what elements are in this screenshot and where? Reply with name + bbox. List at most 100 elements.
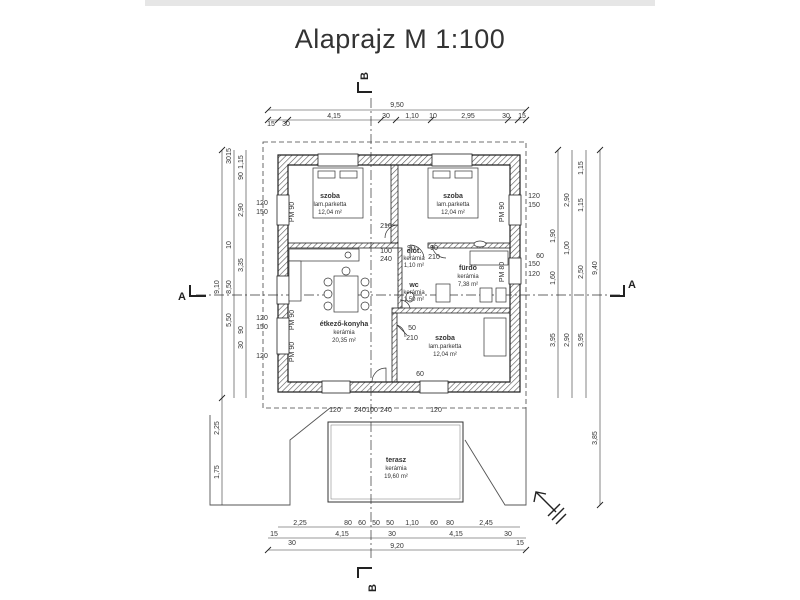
dim-text: 15 <box>516 540 524 547</box>
door-label: 240 <box>380 256 392 263</box>
room-area: 19,60 m² <box>384 474 408 480</box>
window-label: 150 <box>256 209 268 216</box>
dim-text: 30 <box>502 113 510 120</box>
dim-text: 2,90 <box>564 193 571 207</box>
section-a-right: A <box>628 279 636 291</box>
window-label: 120 <box>256 315 268 322</box>
window-label: 150 <box>528 261 540 268</box>
furniture-kitchen <box>288 248 370 313</box>
dim-text: 4,15 <box>335 531 349 538</box>
dimension-texts-vertical-right: 9,40 3,95 1,15 2,90 1,90 1,60 1,00 2,50 … <box>550 161 599 445</box>
dim-text: 30 <box>238 341 245 349</box>
window-label: PM 80 <box>499 262 506 282</box>
dim-text: 15 <box>270 531 278 538</box>
dim-text: 1,15 <box>578 161 585 175</box>
dim-right-mid: 3,95 <box>578 333 585 347</box>
north-arrow-icon <box>533 491 567 525</box>
dim-text: 90 <box>238 172 245 180</box>
room-name: szoba <box>320 193 340 200</box>
dim-text: 1,75 <box>214 465 221 479</box>
furniture-bathroom <box>405 240 509 357</box>
dim-text: 1,10 <box>405 520 419 527</box>
dim-text: 1,90 <box>550 229 557 243</box>
dim-text: 30 <box>504 531 512 538</box>
window-label: 120 <box>528 271 540 278</box>
window-label: PM 90 <box>289 342 296 362</box>
dim-text: 50 <box>372 520 380 527</box>
room-floor: kerámia <box>403 256 425 262</box>
dim-text: 15 <box>267 121 275 128</box>
door-label: 240 <box>380 407 392 414</box>
dim-text: 60 <box>358 520 366 527</box>
dim-text: 2,25 <box>293 520 307 527</box>
window-label: 120 <box>256 200 268 207</box>
door-label: 210 <box>380 223 392 230</box>
room-name: szoba <box>435 335 455 342</box>
opening-labels: 120 150 120 150 120 150 120 150 120 60 P… <box>256 193 544 414</box>
room-floor: lam.parketta <box>436 202 470 208</box>
room-area: 12,04 m² <box>441 210 465 216</box>
room-area: 12,04 m² <box>433 352 457 358</box>
door-label: 90 <box>430 245 438 252</box>
dim-text: 2,90 <box>564 333 571 347</box>
dim-text: 2,90 <box>238 203 245 217</box>
room-floor: kerámia <box>385 466 407 472</box>
room-area: 1,50 m² <box>404 297 424 303</box>
door-label: 210 <box>428 254 440 261</box>
dim-text: 1,60 <box>550 271 557 285</box>
room-area: 12,04 m² <box>318 210 342 216</box>
window-label: PM 90 <box>289 310 296 330</box>
dim-text: 3,35 <box>238 258 245 272</box>
window-label: 60 <box>536 253 544 260</box>
dim-text: 2,25 <box>214 421 221 435</box>
room-name: étkező-konyha <box>320 321 369 328</box>
dim-text: 2,95 <box>461 113 475 120</box>
room-labels: szoba lam.parketta 12,04 m² szoba lam.pa… <box>313 193 479 480</box>
dim-text: 10 <box>429 113 437 120</box>
room-area: 1,10 m² <box>404 263 424 269</box>
furniture-beds <box>312 167 479 219</box>
section-b-bottom: B <box>367 584 379 592</box>
window-label: 150 <box>256 324 268 331</box>
dimension-lines <box>221 109 601 551</box>
dim-left-inner: 8,50 <box>226 280 233 294</box>
section-a-left: A <box>178 291 186 303</box>
room-floor: kerámia <box>457 274 479 280</box>
dimension-texts: 9,50 15 30 4,15 30 1,10 10 2,95 30 15 2,… <box>267 102 526 550</box>
dim-text: 10 <box>226 241 233 249</box>
dim-text: 50 <box>386 520 394 527</box>
room-floor: lam.parketta <box>313 202 347 208</box>
room-floor: kerámia <box>403 290 425 296</box>
plan-title: Alaprajz M 1:100 <box>294 24 506 54</box>
dim-text: 5,50 <box>226 313 233 327</box>
room-floor: kerámia <box>333 330 355 336</box>
dim-bottom-total: 9,20 <box>390 543 404 550</box>
dim-left-outer: 9,10 <box>214 280 221 294</box>
dim-text: 80 <box>446 520 454 527</box>
door-label: 100 <box>380 248 392 255</box>
dim-text: 90 <box>238 326 245 334</box>
dim-text: 1,10 <box>405 113 419 120</box>
window-label: 150 <box>528 202 540 209</box>
dim-text: 30 <box>382 113 390 120</box>
room-name: előt. <box>407 248 421 255</box>
dim-text: 2,45 <box>479 520 493 527</box>
window-label: 120 <box>528 193 540 200</box>
dimension-texts-vertical-left: 9,10 8,50 30 15 90 1,15 2,90 10 3,35 5,5… <box>214 148 245 479</box>
door-label: 60 <box>416 371 424 378</box>
windows <box>276 153 522 394</box>
interior-walls <box>287 164 511 383</box>
dim-right-terrace: 3,85 <box>592 431 599 445</box>
section-b-top: B <box>359 72 371 80</box>
dim-text: 4,15 <box>327 113 341 120</box>
doors <box>371 224 447 383</box>
room-name: szoba <box>443 193 463 200</box>
door-label: 120 <box>329 407 341 414</box>
door-label: 120 <box>430 407 442 414</box>
roof-outline <box>262 141 527 409</box>
door-label: 240 <box>354 407 366 414</box>
dim-text: 15 <box>518 113 526 120</box>
door-label: 100 <box>366 407 378 414</box>
door-label: 210 <box>406 335 418 342</box>
dim-top-total: 9,50 <box>390 102 404 109</box>
